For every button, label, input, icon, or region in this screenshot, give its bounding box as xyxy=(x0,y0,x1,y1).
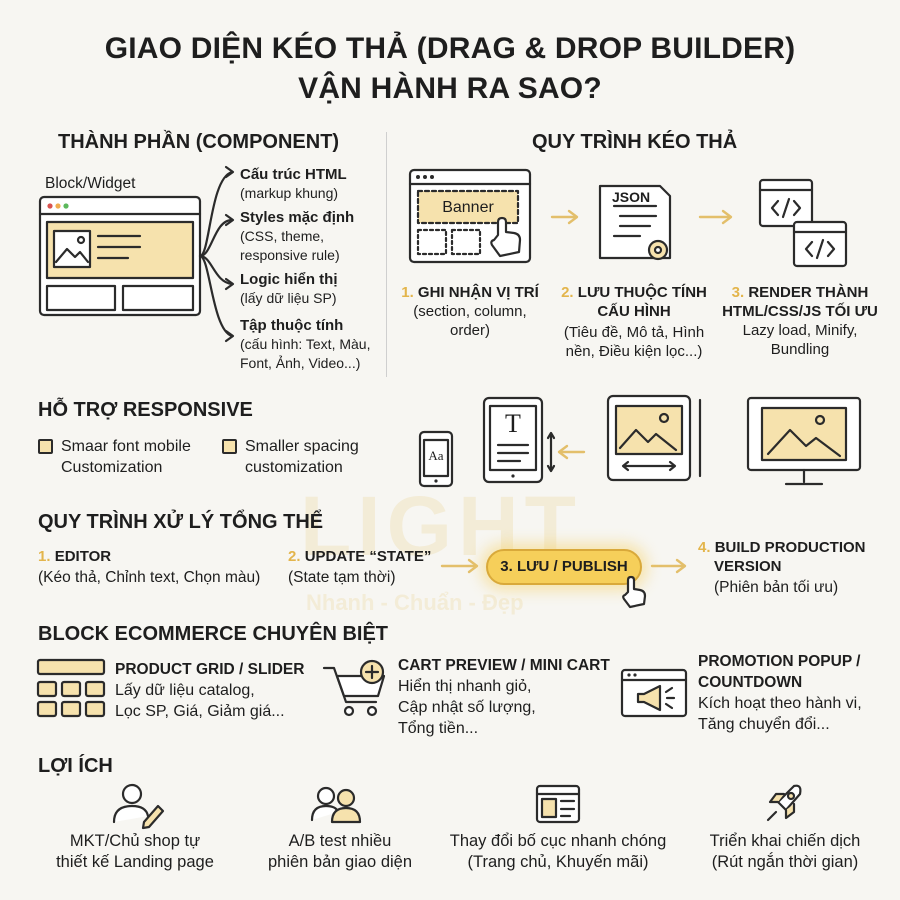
component-item-styles: Styles mặc định (CSS, theme, responsive … xyxy=(240,208,354,265)
publish-button[interactable]: 3. LƯU / PUBLISH xyxy=(486,549,642,585)
ecommerce-block-desc: Tăng chuyển đổi... xyxy=(698,716,830,733)
ecommerce-block-promotion: PROMOTION POPUP / COUNTDOWN Kích hoạt th… xyxy=(698,652,862,734)
phone-sample-text: Aa xyxy=(428,448,444,463)
component-item-desc: (markup khung) xyxy=(240,185,339,201)
benefit-item-campaign: Triển khai chiến dịch (Rút ngắn thời gia… xyxy=(680,831,890,873)
component-item-html: Cấu trúc HTML (markup khung) xyxy=(240,165,347,203)
process-step-title: 2. UPDATE “STATE” xyxy=(288,548,432,565)
checkbox-icon[interactable] xyxy=(222,439,237,454)
ecommerce-block-desc: Hiển thị nhanh giỏ, xyxy=(398,678,532,695)
component-item-logic: Logic hiển thị (lấy dữ liệu SP) xyxy=(240,270,338,308)
component-item-desc: responsive rule) xyxy=(240,247,340,263)
responsive-option-label: Smaller spacing xyxy=(245,438,359,455)
process-step-desc: (State tạm thời) xyxy=(288,569,396,586)
dragflow-step-desc: Bundling xyxy=(770,341,830,358)
section-divider xyxy=(386,132,387,377)
benefit-item-label: A/B test nhiều xyxy=(288,832,392,850)
component-item-desc: Font, Ảnh, Video...) xyxy=(240,355,361,371)
json-label: JSON xyxy=(612,189,651,205)
ecommerce-block-desc: Cập nhật số lượng, xyxy=(398,699,536,716)
ecommerce-block-title: COUNTDOWN xyxy=(698,674,803,691)
component-item-desc: (lấy dữ liệu SP) xyxy=(240,290,337,306)
process-heading: QUY TRÌNH XỬ LÝ TỔNG THỂ xyxy=(38,511,324,533)
dragflow-step-title: CẤU HÌNH xyxy=(597,303,671,320)
benefit-item-label: phiên bản giao diện xyxy=(267,853,413,871)
component-heading: THÀNH PHẦN (COMPONENT) xyxy=(58,131,340,153)
dragflow-step-2: 2. LƯU THUỘC TÍNH CẤU HÌNH (Tiêu đề, Mô … xyxy=(550,283,718,361)
process-step-editor: 1. EDITOR (Kéo thả, Chỉnh text, Chọn màu… xyxy=(38,547,260,587)
dragflow-heading: QUY TRÌNH KÉO THẢ xyxy=(532,131,738,153)
ecommerce-block-desc: Tổng tiền... xyxy=(398,720,479,737)
benefits-heading: LỢI ÍCH xyxy=(38,755,113,777)
dragflow-step-desc: (section, column, xyxy=(413,303,527,320)
benefit-item-label: (Rút ngắn thời gian) xyxy=(711,853,859,871)
responsive-option-label: Customization xyxy=(61,459,163,476)
benefit-item-layout-change: Thay đổi bố cục nhanh chóng (Trang chủ, … xyxy=(440,831,676,873)
page-title-line1: GIAO DIỆN KÉO THẢ (DRAG & DROP BUILDER) xyxy=(104,32,796,65)
process-step-title: 1. EDITOR xyxy=(38,548,112,565)
ecommerce-block-cart: CART PREVIEW / MINI CART Hiển thị nhanh … xyxy=(398,656,610,738)
component-item-desc: (CSS, theme, xyxy=(240,228,325,244)
dragflow-step-title: 3. RENDER THÀNH xyxy=(731,284,869,301)
dragflow-step-desc: nền, Điều kiện lọc...) xyxy=(565,343,703,360)
checkbox-icon[interactable] xyxy=(38,439,53,454)
banner-label: Banner xyxy=(442,199,494,216)
process-step-title: VERSION xyxy=(714,558,782,575)
responsive-option-label: customization xyxy=(245,459,343,476)
responsive-option-font[interactable]: Smaar font mobile Customization xyxy=(38,437,191,477)
component-item-desc: (cấu hình: Text, Màu, xyxy=(240,336,371,352)
ecommerce-block-title: PROMOTION POPUP / xyxy=(698,653,861,670)
benefit-item-label: (Trang chủ, Khuyến mãi) xyxy=(467,853,649,871)
block-widget-label: Block/Widget xyxy=(45,175,136,192)
page-title-line2: VẬN HÀNH RA SAO? xyxy=(298,72,602,105)
dragflow-step-desc: order) xyxy=(449,322,490,339)
process-step-desc: (Phiên bản tối ưu) xyxy=(714,579,839,596)
dragflow-step-3: 3. RENDER THÀNH HTML/CSS/JS TỐI ƯU Lazy … xyxy=(715,283,885,359)
watermark-tagline: Nhanh - Chuẩn - Đẹp xyxy=(306,590,524,615)
process-step-build: 4. BUILD PRODUCTION VERSION (Phiên bản t… xyxy=(698,538,866,597)
dragflow-step-desc: (Tiêu đề, Mô tả, Hình xyxy=(563,324,705,341)
benefit-item-label: thiết kế Landing page xyxy=(56,853,214,871)
dragflow-step-title: HTML/CSS/JS TỐI ƯU xyxy=(722,303,878,320)
publish-button-num: 3. xyxy=(500,558,513,575)
component-item-title: Styles mặc định xyxy=(240,209,355,226)
benefit-item-label: Triển khai chiến dịch xyxy=(709,832,861,850)
component-item-title: Tập thuộc tính xyxy=(240,317,344,334)
ecommerce-block-desc: Lọc SP, Giá, Giảm giá... xyxy=(115,703,285,720)
ecommerce-block-desc: Lấy dữ liệu catalog, xyxy=(115,682,255,699)
responsive-option-label: Smaar font mobile xyxy=(61,438,191,455)
component-item-props: Tập thuộc tính (cấu hình: Text, Màu, Fon… xyxy=(240,316,370,373)
publish-button-label: LƯU / PUBLISH xyxy=(516,558,628,575)
dragflow-step-title: 2. LƯU THUỘC TÍNH xyxy=(561,284,707,301)
responsive-option-spacing[interactable]: Smaller spacing customization xyxy=(222,437,359,477)
component-item-title: Cấu trúc HTML xyxy=(240,166,347,183)
benefit-item-label: MKT/Chủ shop tự xyxy=(69,832,201,850)
ecommerce-block-title: CART PREVIEW / MINI CART xyxy=(398,657,610,674)
process-step-state: 2. UPDATE “STATE” (State tạm thời) xyxy=(288,547,431,587)
dragflow-step-desc: Lazy load, Minify, xyxy=(742,322,858,339)
responsive-heading: HỖ TRỢ RESPONSIVE xyxy=(38,399,253,421)
dragflow-step-1: 1. GHI NHẬN VỊ TRÍ (section, column, ord… xyxy=(395,283,545,340)
dragflow-step-title: 1. GHI NHẬN VỊ TRÍ xyxy=(401,284,539,301)
benefit-item-ab-test: A/B test nhiều phiên bản giao diện xyxy=(240,831,440,873)
process-step-desc: (Kéo thả, Chỉnh text, Chọn màu) xyxy=(38,569,261,586)
component-item-title: Logic hiển thị xyxy=(240,271,338,288)
ecommerce-heading: BLOCK ECOMMERCE CHUYÊN BIỆT xyxy=(38,623,389,645)
benefit-item-self-design: MKT/Chủ shop tự thiết kế Landing page xyxy=(30,831,240,873)
ecommerce-block-product-grid: PRODUCT GRID / SLIDER Lấy dữ liệu catalo… xyxy=(115,660,304,721)
benefit-item-label: Thay đổi bố cục nhanh chóng xyxy=(449,832,667,850)
ecommerce-block-desc: Kích hoạt theo hành vi, xyxy=(698,695,862,712)
tablet-sample-text: T xyxy=(505,409,521,438)
process-step-title: 4. BUILD PRODUCTION xyxy=(698,539,866,556)
ecommerce-block-title: PRODUCT GRID / SLIDER xyxy=(115,661,305,678)
